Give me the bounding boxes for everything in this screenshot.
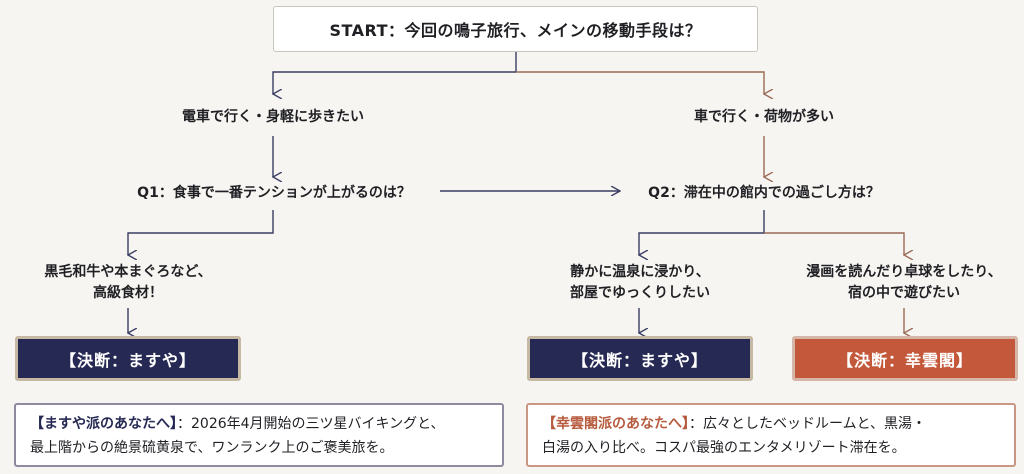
note-kounkaku-text1: ：広々としたベッドルームと、黒湯・ — [689, 416, 927, 432]
q2-question: Q2：滞在中の館内での過ごし方は？ — [648, 184, 880, 201]
decision-left-masuya: 【決断：ますや】 — [15, 336, 241, 381]
line-split-to-car — [516, 71, 764, 94]
note-masuya-heading: 【ますや派のあなたへ】 — [30, 416, 177, 432]
note-kounkaku: 【幸雲閣派のあなたへ】：広々としたベッドルームと、黒湯・ 白湯の入り比べ。コスパ… — [526, 403, 1016, 467]
note-kounkaku-text2: 白湯の入り比べ。コスパ最強のエンタメリゾート滞在を。 — [542, 440, 906, 456]
note-masuya: 【ますや派のあなたへ】：2026年4月開始の三ツ星バイキングと、 最上階からの絶… — [14, 403, 504, 467]
note-kounkaku-line1: 【幸雲閣派のあなたへ】：広々としたベッドルームと、黒湯・ — [542, 412, 1000, 436]
branch-train-label: 電車で行く・身軽に歩きたい — [182, 108, 364, 125]
start-question-box: START：今回の鳴子旅行、メインの移動手段は？ — [273, 6, 758, 52]
line-split-to-train — [273, 71, 516, 94]
answer-food-line1: 黒毛和牛や本まぐろなど、 — [44, 264, 212, 280]
note-masuya-line1: 【ますや派のあなたへ】：2026年4月開始の三ツ星バイキングと、 — [30, 412, 488, 436]
note-kounkaku-heading: 【幸雲閣派のあなたへ】 — [542, 416, 689, 432]
decision-middle-masuya: 【決断：ますや】 — [527, 336, 753, 381]
answer-onsen-line2: 部屋でゆっくりしたい — [570, 285, 710, 301]
answer-food-line2: 高級食材！ — [93, 285, 163, 301]
answer-onsen-line1: 静かに温泉に浸かり、 — [570, 264, 710, 280]
answer-play-line1: 漫画を読んだり卓球をしたり、 — [806, 264, 1002, 280]
answer-play: 漫画を読んだり卓球をしたり、 宿の中で遊びたい — [789, 261, 1019, 305]
decision-right-kounkaku: 【決断：幸雲閣】 — [792, 336, 1018, 381]
note-masuya-text1: ：2026年4月開始の三ツ星バイキングと、 — [177, 416, 445, 432]
line-q2-to-onsen — [639, 210, 765, 255]
start-question-text: START：今回の鳴子旅行、メインの移動手段は？ — [329, 21, 702, 40]
answer-play-line2: 宿の中で遊びたい — [848, 285, 960, 301]
note-masuya-text2: 最上階からの絶景硫黄泉で、ワンランク上のご褒美旅を。 — [30, 440, 394, 456]
q1-question: Q1：食事で一番テンションが上がるのは？ — [137, 184, 411, 201]
answer-onsen: 静かに温泉に浸かり、 部屋でゆっくりしたい — [550, 261, 730, 305]
answer-food: 黒毛和牛や本まぐろなど、 高級食材！ — [28, 261, 228, 305]
branch-car-label: 車で行く・荷物が多い — [694, 108, 834, 125]
line-q2-to-play — [764, 232, 904, 255]
line-q1-to-food — [128, 210, 274, 255]
